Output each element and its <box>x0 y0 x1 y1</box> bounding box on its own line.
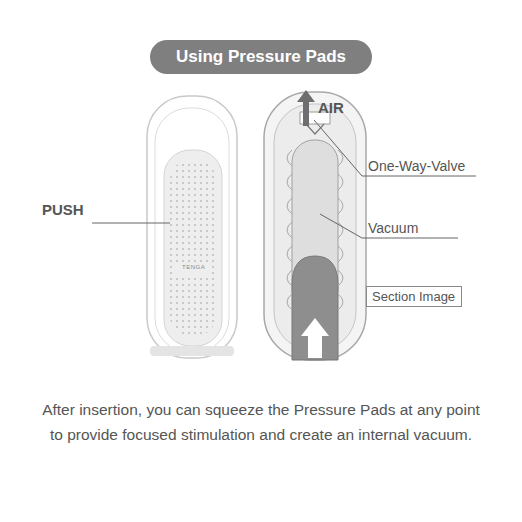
rib <box>287 174 292 190</box>
rib <box>287 150 292 166</box>
device-section-view <box>264 92 366 360</box>
section-image-box: Section Image <box>366 286 462 307</box>
logo-text: TENGA <box>182 264 205 270</box>
rib <box>287 270 292 286</box>
box-label: Section Image <box>372 289 456 304</box>
rib <box>287 198 292 214</box>
leader-line <box>320 214 458 238</box>
air-label: AIR <box>318 99 344 116</box>
part-label: One-Way-Valve <box>368 158 465 174</box>
title-pill: Using Pressure Pads <box>150 40 372 74</box>
title-text: Using Pressure Pads <box>176 47 346 66</box>
part-label: PUSH <box>42 201 84 218</box>
caption-text: After insertion, you can squeeze the Pre… <box>41 397 481 447</box>
rib <box>287 222 292 238</box>
rib <box>287 246 292 262</box>
rib <box>338 174 343 190</box>
rib <box>338 270 343 286</box>
rib <box>287 294 292 310</box>
device-front-view <box>147 96 237 358</box>
leader-line <box>92 223 170 224</box>
rib <box>338 198 343 214</box>
air-arrow <box>297 90 315 126</box>
rib <box>338 294 343 310</box>
part-label: Vacuum <box>368 220 418 236</box>
rib <box>338 246 343 262</box>
leader-line <box>314 120 476 176</box>
